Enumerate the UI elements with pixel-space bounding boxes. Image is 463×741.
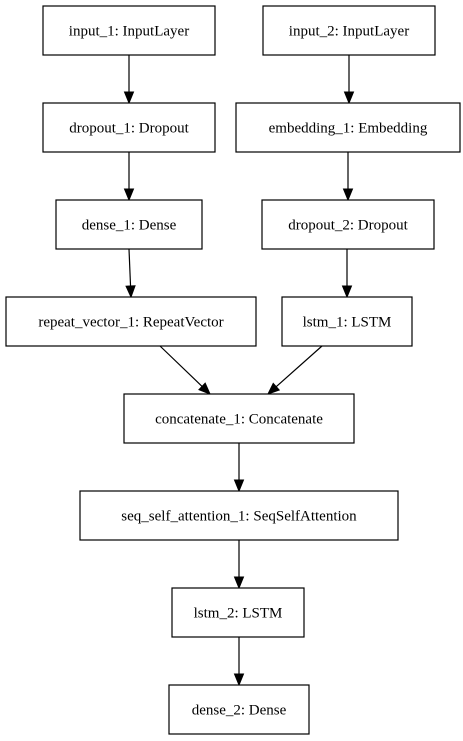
layer-box <box>5 296 257 347</box>
layer-box <box>55 199 203 250</box>
layer-label: dropout_1: Dropout <box>69 121 189 137</box>
arrowhead-icon <box>233 673 245 687</box>
arrowhead-icon <box>123 188 135 202</box>
layer-node-dropout_1: dropout_1: Dropout <box>42 102 216 153</box>
arrowhead-icon <box>343 91 355 105</box>
arrowhead-icon <box>233 479 245 493</box>
layer-label: dropout_2: Dropout <box>288 218 408 234</box>
layer-box <box>261 199 435 250</box>
arrowhead-icon <box>267 382 281 395</box>
layer-label: dense_1: Dense <box>82 218 177 234</box>
layer-node-dense_2: dense_2: Dense <box>168 684 310 735</box>
edge-embedding_1-to-dropout_2 <box>342 152 354 202</box>
layer-box <box>281 296 413 347</box>
layer-box <box>42 5 216 56</box>
edge-repeat_vector_1-to-concatenate_1 <box>159 345 211 395</box>
layer-box <box>42 102 216 153</box>
nodes-layer: input_1: InputLayer input_2: InputLayer dr… <box>5 5 461 735</box>
edge-input_1-to-dropout_1 <box>123 55 135 105</box>
edge-line <box>275 345 323 388</box>
arrowhead-icon <box>198 382 211 395</box>
edge-line <box>159 345 203 387</box>
layer-label: repeat_vector_1: RepeatVector <box>38 315 223 331</box>
layer-box <box>123 393 355 444</box>
edge-seq_self_attention_1-to-lstm_2 <box>233 540 245 590</box>
edge-lstm_1-to-concatenate_1 <box>267 345 323 395</box>
layer-label: input_1: InputLayer <box>69 24 189 40</box>
layer-node-dropout_2: dropout_2: Dropout <box>261 199 435 250</box>
arrowhead-icon <box>233 576 245 590</box>
arrowhead-icon <box>123 91 135 105</box>
layer-node-dense_1: dense_1: Dense <box>55 199 203 250</box>
edge-dropout_2-to-lstm_1 <box>341 249 353 299</box>
layer-label: embedding_1: Embedding <box>269 121 428 137</box>
layer-label: lstm_2: LSTM <box>194 606 283 622</box>
layer-node-lstm_1: lstm_1: LSTM <box>281 296 413 347</box>
layer-node-input_2: input_2: InputLayer <box>262 5 436 56</box>
layer-box <box>171 587 305 638</box>
edge-concatenate_1-to-seq_self_attention_1 <box>233 443 245 493</box>
layer-label: dense_2: Dense <box>192 703 287 719</box>
arrowhead-icon <box>341 285 353 299</box>
layer-label: concatenate_1: Concatenate <box>155 412 323 428</box>
layer-node-input_1: input_1: InputLayer <box>42 5 216 56</box>
edge-input_2-to-embedding_1 <box>343 55 355 105</box>
arrowhead-icon <box>342 188 354 202</box>
edge-dense_1-to-repeat_vector_1 <box>125 248 136 299</box>
arrowhead-icon <box>125 285 136 299</box>
layer-node-repeat_vector_1: repeat_vector_1: RepeatVector <box>5 296 257 347</box>
edge-dropout_1-to-dense_1 <box>123 152 135 202</box>
layer-box <box>262 5 436 56</box>
edges-layer <box>123 55 355 687</box>
edge-line <box>128 248 132 287</box>
layer-box <box>168 684 310 735</box>
layer-label: seq_self_attention_1: SeqSelfAttention <box>121 509 357 525</box>
layer-label: input_2: InputLayer <box>289 24 409 40</box>
layer-node-embedding_1: embedding_1: Embedding <box>235 102 461 153</box>
layer-node-seq_self_attention_1: seq_self_attention_1: SeqSelfAttention <box>79 490 399 541</box>
layer-label: lstm_1: LSTM <box>303 315 392 331</box>
edge-lstm_2-to-dense_2 <box>233 637 245 687</box>
layer-box <box>79 490 399 541</box>
layer-node-concatenate_1: concatenate_1: Concatenate <box>123 393 355 444</box>
layer-box <box>235 102 461 153</box>
layer-node-lstm_2: lstm_2: LSTM <box>171 587 305 638</box>
